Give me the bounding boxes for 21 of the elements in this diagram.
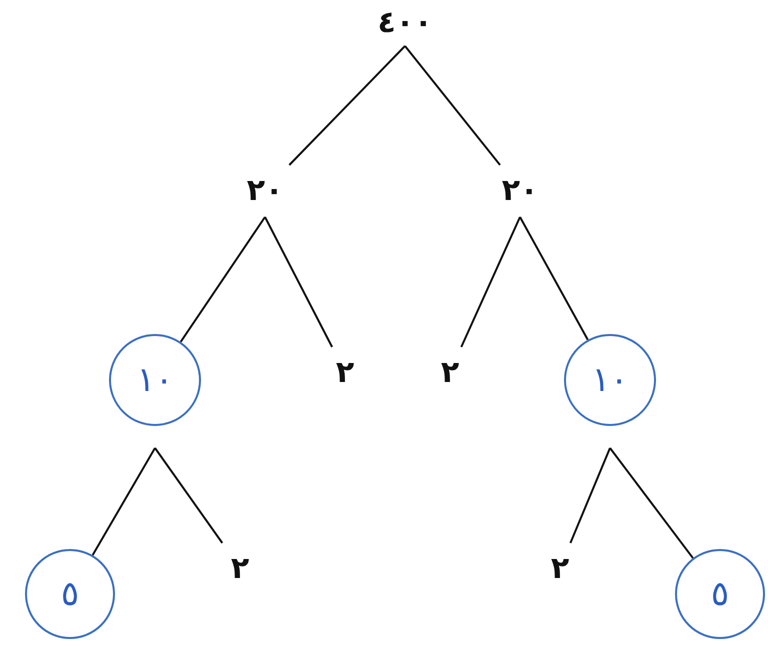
number-label: ٤٠٠: [365, 0, 445, 44]
number-label: ٢: [220, 543, 260, 593]
number-label: ٢٠: [488, 165, 552, 215]
circled-number: ٥: [675, 549, 765, 639]
tree-branch-line: [288, 45, 406, 166]
number-label: ٢٠: [233, 165, 297, 215]
circled-number: ١٠: [109, 334, 201, 426]
circled-number: ٥: [25, 549, 115, 639]
number-label: ٢: [540, 543, 580, 593]
number-label: ٢: [430, 347, 470, 397]
tree-branch-line: [154, 447, 224, 544]
number-label: ٢: [325, 347, 365, 397]
tree-branch-line: [460, 216, 521, 348]
tree-branch-line: [180, 216, 266, 342]
tree-branch-line: [609, 447, 694, 559]
circled-number: ١٠: [564, 334, 656, 426]
tree-branch-line: [264, 216, 333, 348]
tree-branch-line: [92, 448, 156, 556]
tree-branch-line: [404, 45, 501, 166]
tree-branch-line: [570, 448, 611, 544]
tree-branch-line: [519, 216, 589, 340]
